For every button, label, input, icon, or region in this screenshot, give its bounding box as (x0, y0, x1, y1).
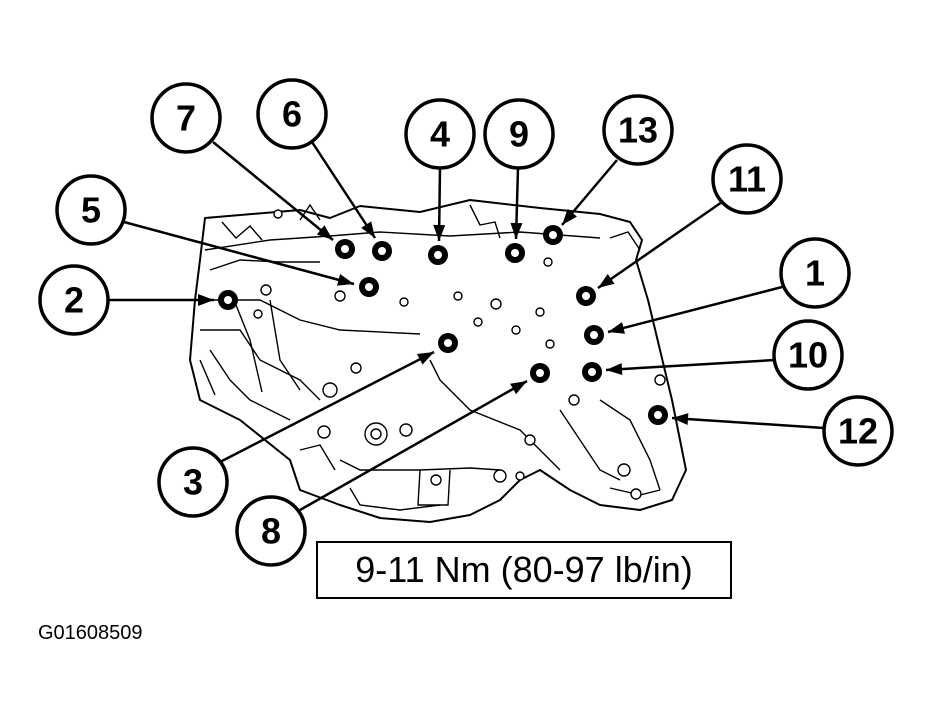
bolt-9 (505, 243, 525, 263)
callout-13: 13 (602, 94, 674, 166)
bolt-3 (438, 333, 458, 353)
arrowhead-10 (606, 363, 623, 376)
callout-2: 2 (38, 264, 110, 336)
callout-5-label: 5 (81, 190, 101, 231)
arrowhead-3 (417, 352, 434, 365)
arrowhead-12 (672, 413, 689, 426)
callout-1-label: 1 (805, 253, 825, 294)
leader-line-12 (671, 416, 825, 430)
callout-5: 5 (55, 174, 127, 246)
leader-lines (108, 141, 825, 512)
arrowhead-13 (562, 208, 577, 225)
bolt-5 (359, 277, 379, 297)
callout-4-label: 4 (430, 114, 450, 155)
callout-6: 6 (256, 78, 328, 150)
callout-6-label: 6 (282, 94, 302, 135)
callout-9-label: 9 (509, 114, 529, 155)
figure-id: G01608509 (38, 622, 143, 644)
callout-11-label: 11 (728, 159, 766, 200)
leader-line-5 (123, 220, 355, 286)
bolt-12 (648, 405, 668, 425)
leader-line-6 (310, 141, 377, 239)
callout-9: 9 (483, 98, 555, 170)
bolt-2 (218, 290, 238, 310)
callout-7: 7 (150, 82, 222, 154)
arrowhead-11 (598, 273, 615, 288)
callout-1: 1 (779, 237, 851, 309)
callout-3: 3 (157, 446, 229, 518)
torque-spec-text: 9-11 Nm (80-97 lb/in) (355, 549, 693, 590)
callout-10: 10 (772, 319, 844, 391)
arrowhead-4 (433, 224, 446, 241)
callout-8-label: 8 (261, 511, 281, 552)
bolt-7 (335, 239, 355, 259)
arrowhead-1 (608, 322, 625, 334)
arrowhead-8 (510, 381, 527, 395)
bolt-13 (543, 225, 563, 245)
callout-3-label: 3 (183, 462, 203, 503)
valve-body-illustration (189, 199, 687, 523)
leader-line-7 (212, 141, 334, 241)
callout-4: 4 (404, 98, 476, 170)
callouts: 1 2 3 4 5 6 7 8 9 10 11 12 13 (38, 78, 894, 567)
callout-8: 8 (235, 495, 307, 567)
bolt-11 (576, 286, 596, 306)
callout-2-label: 2 (64, 280, 84, 321)
leader-line-11 (597, 200, 723, 290)
arrowhead-7 (316, 225, 333, 240)
leader-line-3 (219, 350, 435, 464)
callout-12-label: 12 (838, 411, 878, 452)
leader-line-8 (299, 379, 528, 512)
bolt-8 (530, 363, 550, 383)
bolt-6 (372, 241, 392, 261)
bolt-4 (428, 245, 448, 265)
torque-spec-box: 9-11 Nm (80-97 lb/in) (316, 541, 732, 599)
callout-11: 11 (711, 143, 783, 215)
callout-7-label: 7 (176, 98, 196, 139)
arrowhead-5 (336, 274, 354, 286)
callout-13-label: 13 (618, 110, 658, 151)
bolt-markers (218, 225, 668, 425)
arrowhead-6 (361, 221, 375, 238)
arrowhead-2 (198, 294, 214, 306)
arrowhead-9 (510, 222, 523, 239)
leader-line-1 (607, 285, 783, 334)
leader-line-10 (605, 358, 776, 372)
callout-10-label: 10 (788, 335, 828, 376)
bolt-1 (584, 325, 604, 345)
bolt-10 (582, 362, 602, 382)
callout-12: 12 (822, 395, 894, 467)
